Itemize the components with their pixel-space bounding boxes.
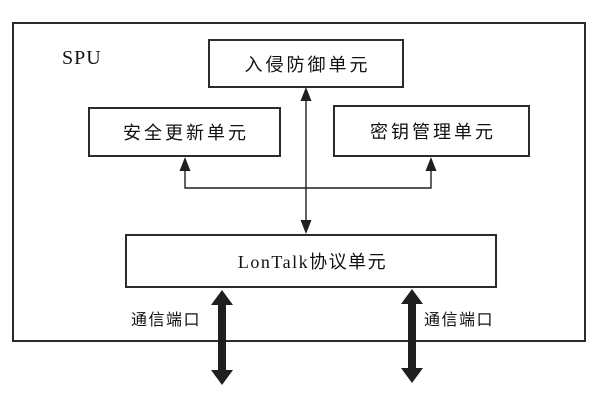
comm-port-label-left: 通信端口 <box>131 312 202 329</box>
node-lontalk-protocol-unit: LonTalk协议单元 <box>125 234 497 288</box>
node-security-update-unit: 安全更新单元 <box>88 107 281 157</box>
comm-port-label-right: 通信端口 <box>424 312 495 329</box>
arrowhead-up-into-security-update <box>179 157 191 171</box>
comm-port-arrow-left <box>211 290 233 385</box>
comm-port-arrow-right <box>401 289 423 383</box>
arrowhead-up-into-key-management <box>425 157 437 171</box>
node-intrusion-prevention-unit: 入侵防御单元 <box>208 39 404 88</box>
spu-label: SPU <box>62 47 102 69</box>
node-key-management-unit: 密钥管理单元 <box>333 105 530 157</box>
arrowhead-up-into-intrusion <box>300 87 312 101</box>
arrowhead-down-into-lontalk <box>300 220 312 234</box>
connector-branch-side-units <box>184 163 432 189</box>
